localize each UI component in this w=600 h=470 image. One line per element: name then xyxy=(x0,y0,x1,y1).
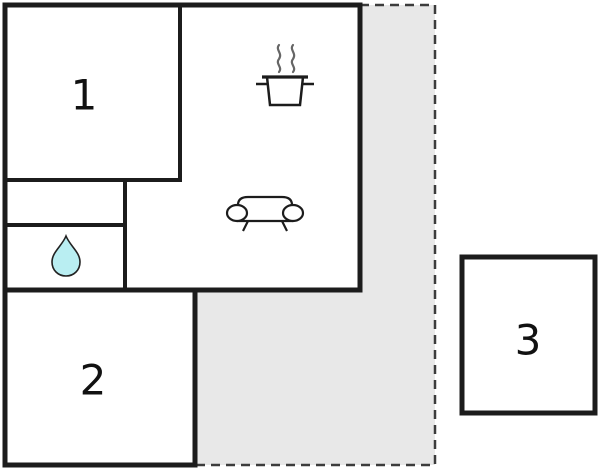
water-drop-icon xyxy=(51,233,81,277)
sofa-leg-right xyxy=(281,220,288,232)
room-1-label: 1 xyxy=(71,71,98,120)
cooking-pot-icon xyxy=(256,43,314,107)
room-2-label: 2 xyxy=(80,356,107,405)
sofa-armrest-left xyxy=(225,203,249,223)
sofa-body xyxy=(236,195,294,223)
sofa-armrest-right xyxy=(281,203,305,223)
steam-left xyxy=(276,43,282,74)
interior-walls xyxy=(2,3,363,293)
pot-body xyxy=(265,75,305,107)
sofa-icon xyxy=(225,195,305,232)
steam-right xyxy=(290,43,296,74)
room-3-area xyxy=(459,254,598,416)
sofa-leg-left xyxy=(242,220,249,232)
room-3-label: 3 xyxy=(515,316,542,365)
